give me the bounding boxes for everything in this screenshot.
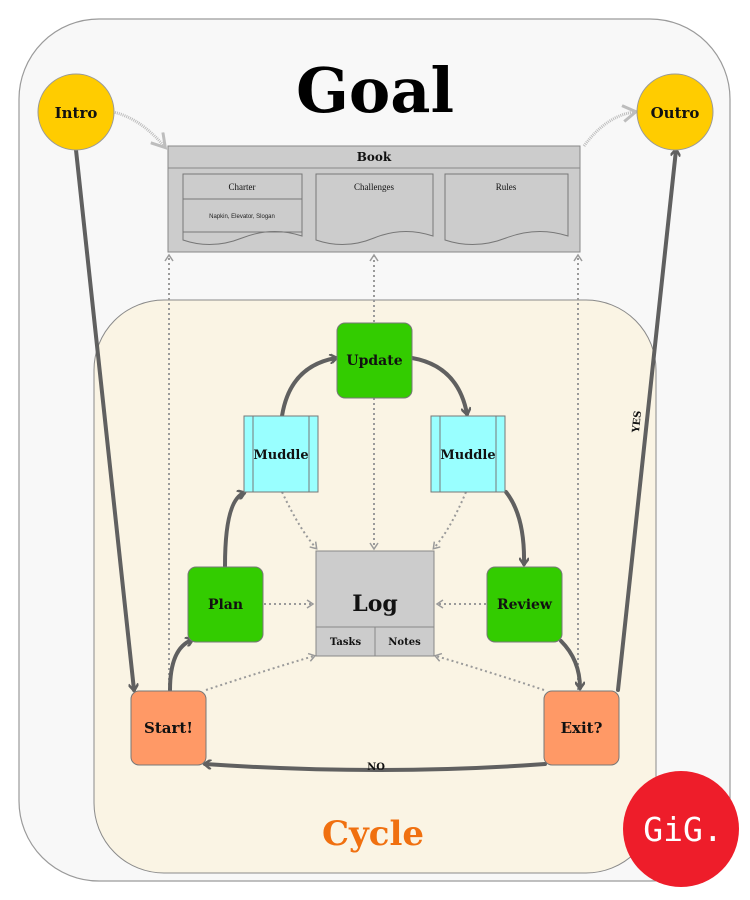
log-tasks-cell: Tasks bbox=[330, 637, 362, 648]
no-label: NO bbox=[367, 762, 385, 773]
exit-to-outro-arrow bbox=[616, 150, 676, 692]
goal-title: Goal bbox=[296, 54, 454, 127]
challenges-title: Challenges bbox=[354, 182, 394, 192]
muddle-right-label: Muddle bbox=[440, 448, 495, 463]
start-to-plan-arrow bbox=[168, 640, 192, 692]
plan-to-muddle-arrow bbox=[223, 493, 244, 568]
update-label: Update bbox=[346, 353, 402, 369]
gig-logo: GiG. bbox=[623, 771, 739, 887]
charter-doc: Charter Napkin, Elevator, Slogan bbox=[182, 173, 303, 245]
log-notes-cell: Notes bbox=[388, 637, 421, 648]
outro-label: Outro bbox=[651, 104, 700, 122]
cycle-label: Cycle bbox=[322, 814, 424, 854]
start-to-log-dotted bbox=[205, 652, 317, 691]
intro-to-start-arrow bbox=[74, 148, 134, 690]
intro-to-book-arrow bbox=[112, 110, 164, 146]
book-title: Book bbox=[357, 150, 392, 164]
update-node: Update bbox=[336, 322, 413, 399]
exit-node: Exit? bbox=[543, 690, 620, 766]
muddle-left-to-log-dotted bbox=[281, 491, 318, 550]
muddle-left-label: Muddle bbox=[253, 448, 308, 463]
muddle-left-node: Muddle bbox=[243, 415, 319, 493]
review-node: Review bbox=[486, 566, 563, 643]
start-label: Start! bbox=[144, 719, 193, 737]
plan-label: Plan bbox=[208, 597, 243, 613]
book-panel: Book Charter Napkin, Elevator, Slogan Ch… bbox=[167, 145, 581, 253]
review-label: Review bbox=[497, 597, 553, 613]
muddle-to-update-arrow bbox=[280, 358, 336, 418]
muddle-right-to-log-dotted bbox=[432, 491, 467, 550]
charter-subtitle: Napkin, Elevator, Slogan bbox=[209, 214, 275, 220]
update-to-muddle-arrow bbox=[410, 356, 467, 414]
challenges-doc: Challenges bbox=[315, 173, 434, 245]
rules-doc: Rules bbox=[444, 173, 569, 245]
exit-to-log-dotted bbox=[433, 652, 545, 691]
muddle-to-review-arrow bbox=[504, 490, 524, 564]
yes-label: YES bbox=[631, 410, 644, 434]
log-panel: Log Tasks Notes bbox=[315, 550, 435, 657]
exit-label: Exit? bbox=[561, 719, 603, 737]
exit-to-start-arrow bbox=[205, 764, 547, 772]
intro-label: Intro bbox=[55, 104, 98, 122]
plan-node: Plan bbox=[187, 566, 264, 643]
outro-node: Outro bbox=[636, 73, 714, 151]
rules-title: Rules bbox=[496, 182, 517, 192]
review-to-exit-arrow bbox=[559, 639, 580, 688]
start-node: Start! bbox=[130, 690, 207, 766]
intro-node: Intro bbox=[37, 73, 115, 151]
muddle-right-node: Muddle bbox=[430, 415, 506, 493]
gig-logo-text: GiG. bbox=[643, 810, 722, 849]
log-title: Log bbox=[352, 591, 398, 617]
charter-title: Charter bbox=[229, 182, 256, 192]
